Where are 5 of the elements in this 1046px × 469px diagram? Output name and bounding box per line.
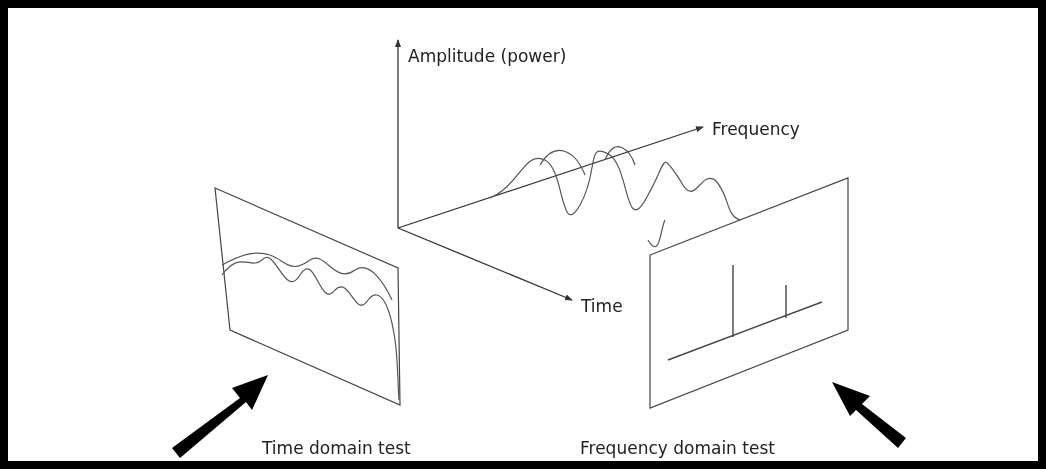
caption-label: Frequency domain test: [580, 438, 775, 458]
axis-label: Amplitude (power): [408, 46, 567, 66]
axis-label: Time: [581, 296, 623, 316]
axis-label: Frequency: [712, 119, 800, 139]
caption-label: Time domain test: [262, 438, 411, 458]
